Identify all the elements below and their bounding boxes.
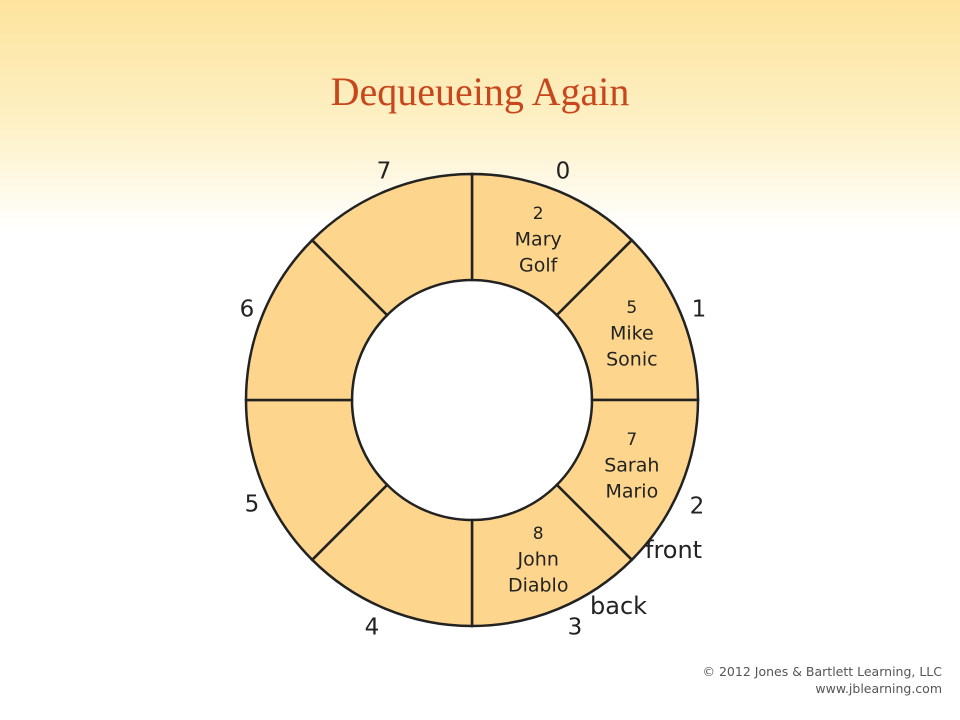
slot-1-text: Mike (610, 322, 654, 344)
slot-index-3: 3 (568, 615, 583, 641)
slot-0-text: Mary (515, 229, 562, 251)
slot-2-text: Mario (605, 481, 658, 503)
slide-title: Dequeueing Again (330, 69, 630, 114)
queue-labels: 2MaryGolf5MikeSonic7SarahMario8JohnDiabl… (240, 159, 707, 641)
slot-0-text: Golf (519, 255, 559, 277)
copyright-url: www.jblearning.com (815, 681, 942, 696)
copyright-notice: © 2012 Jones & Bartlett Learning, LLC ww… (703, 663, 943, 697)
slot-3-text: Diablo (508, 574, 569, 596)
slot-2-text: Sarah (604, 455, 659, 477)
slot-index-4: 4 (365, 615, 380, 641)
slot-index-6: 6 (240, 297, 255, 323)
slot-1-text: Sonic (606, 348, 657, 370)
queue-pointers: front back (590, 536, 702, 620)
slot-3-number: 8 (533, 524, 544, 544)
slot-3-text: John (517, 548, 559, 570)
front-label: front (645, 536, 702, 564)
slot-2-number: 7 (626, 430, 637, 450)
slot-index-5: 5 (245, 492, 260, 518)
slot-index-0: 0 (556, 159, 571, 185)
copyright-line: © 2012 Jones & Bartlett Learning, LLC (702, 664, 943, 679)
slot-0-number: 2 (533, 204, 544, 224)
slot-index-2: 2 (690, 494, 705, 520)
slot-index-7: 7 (377, 159, 392, 185)
slot-1-number: 5 (626, 298, 637, 318)
queue-sectors (244, 172, 700, 628)
queue-slot-7 (310, 172, 474, 317)
slot-index-1: 1 (692, 297, 707, 323)
back-label: back (590, 592, 647, 620)
